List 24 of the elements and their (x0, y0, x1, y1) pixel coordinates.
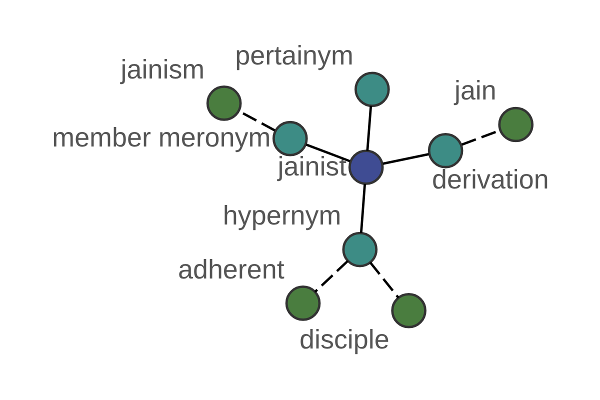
node-label: hypernym (222, 200, 341, 231)
node-circle (342, 232, 378, 268)
node-label: member meronym (52, 122, 270, 153)
node-label: jain (454, 76, 496, 106)
node-label: jainist (277, 151, 346, 182)
node-label: jainism (120, 54, 204, 84)
node-circle (498, 106, 534, 142)
connector (305, 144, 350, 162)
connector (359, 184, 366, 234)
node-circle (354, 72, 390, 108)
node-circle (284, 286, 320, 321)
node-circle (427, 132, 463, 168)
node-label: pertainym (234, 40, 353, 71)
connector (382, 153, 428, 165)
node-circle (390, 292, 426, 328)
node-circle (348, 150, 384, 185)
node-label: disciple (299, 324, 389, 355)
connector (366, 106, 372, 151)
node-label: adherent (178, 254, 284, 284)
connector (368, 262, 399, 298)
node-circle (272, 120, 308, 156)
connector (314, 260, 348, 293)
node-circle (206, 86, 242, 121)
node-label: derivation (432, 164, 548, 195)
